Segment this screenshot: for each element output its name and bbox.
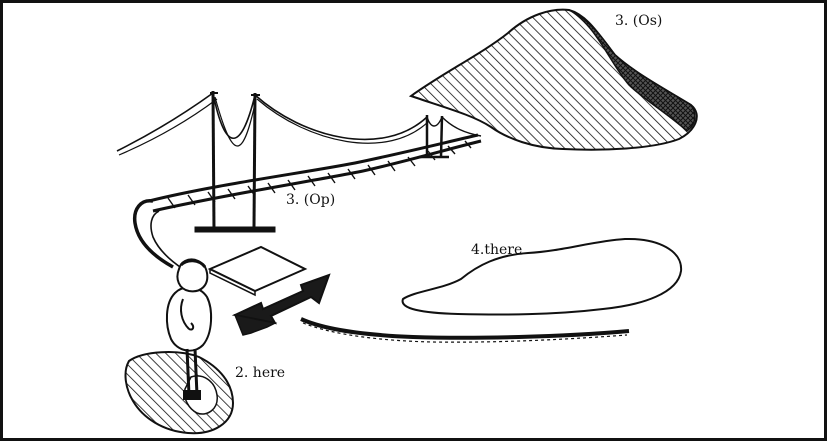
here-there-sketch: 3. (Os) 3. (Op) 4.there 2. here — [116, 8, 698, 435]
there-blob — [401, 237, 683, 316]
map-slab — [207, 245, 308, 293]
label-here: 2. here — [235, 365, 285, 381]
bridge-op — [116, 90, 482, 270]
person-figure — [165, 258, 213, 400]
label-mountain: 3. (Os) — [615, 13, 662, 29]
ground-shadow — [124, 351, 235, 435]
ground-path — [300, 317, 630, 340]
label-bridge: 3. (Op) — [286, 192, 335, 208]
mountain-os — [408, 8, 698, 151]
double-arrow-icon — [231, 273, 331, 325]
label-there: 4.there — [471, 242, 522, 258]
